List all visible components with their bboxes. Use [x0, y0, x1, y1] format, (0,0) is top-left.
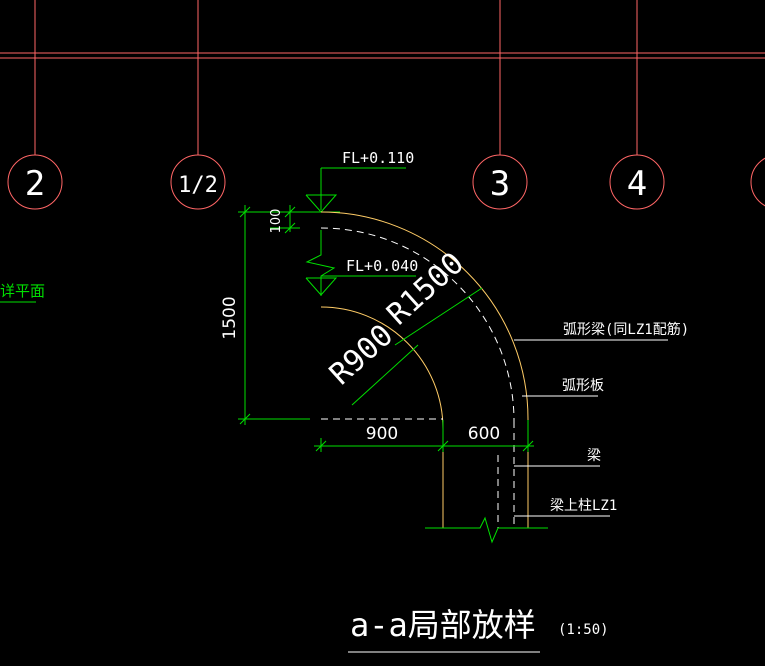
- level-upper-text: FL+0.110: [342, 149, 414, 167]
- drawing-scale: (1:50): [558, 622, 609, 638]
- axis-label-4: 4: [627, 164, 647, 204]
- level-mark-lower: [305, 230, 416, 296]
- axis-bubble-2: 2: [7, 154, 63, 210]
- level-mark-upper: [302, 167, 406, 213]
- radius-inner-text: R900: [323, 318, 400, 392]
- radius-leader-inner: [351, 344, 419, 406]
- axis-label-1-2: 1/2: [178, 173, 218, 198]
- outer-arc: [320, 211, 529, 420]
- hidden-lines: [320, 227, 515, 528]
- inner-arc: [320, 306, 444, 430]
- dimension-horizontal: [314, 420, 534, 452]
- dimension-height-text: 1500: [220, 296, 240, 339]
- axis-label-2: 2: [25, 164, 45, 204]
- side-plan-label: 详平面: [0, 282, 45, 300]
- dimension-outer-width-text: 600: [468, 424, 500, 444]
- callout-leaders: [514, 339, 668, 517]
- base-break-line: [425, 516, 548, 544]
- radius-leader-outer: [394, 287, 483, 346]
- dimension-height: [238, 205, 320, 425]
- drawing-title: a-a局部放样: [350, 606, 536, 644]
- axis-bubbles: 2 1/2 3 4: [7, 154, 765, 210]
- axis-bubble-3: 3: [472, 154, 528, 210]
- dimension-step-text: 100: [269, 209, 284, 234]
- axis-label-3: 3: [490, 164, 510, 204]
- axis-bubble-4: 4: [609, 154, 665, 210]
- callout-column-text: 梁上柱LZ1: [550, 498, 617, 514]
- radius-leaders: [351, 287, 483, 406]
- dimension-inner-width-text: 900: [366, 424, 398, 444]
- axis-bubble-partial: [750, 157, 765, 207]
- callout-beam-text: 梁: [587, 448, 601, 464]
- axis-bubble-1-2: 1/2: [170, 154, 226, 210]
- dimension-step: [270, 205, 300, 234]
- callout-arc-slab-text: 弧形板: [562, 378, 604, 394]
- grid-header: [0, 0, 765, 155]
- level-lower-text: FL+0.040: [346, 257, 418, 275]
- callout-arc-beam-text: 弧形梁(同LZ1配筋): [563, 321, 689, 338]
